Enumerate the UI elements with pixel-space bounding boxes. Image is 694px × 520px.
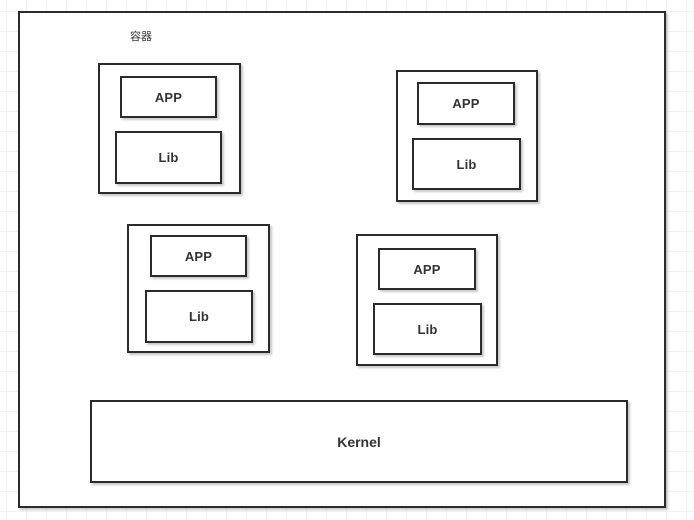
- container-3-lib-box[interactable]: Lib: [145, 290, 253, 343]
- container-2-app-label: APP: [452, 96, 480, 111]
- diagram-title-label: 容器: [130, 31, 152, 43]
- container-4-app-label: APP: [413, 261, 441, 277]
- container-2-lib-label: Lib: [456, 156, 477, 172]
- container-3-app-label: APP: [184, 248, 213, 264]
- container-3-lib-label: Lib: [188, 309, 210, 324]
- container-2-app-box[interactable]: APP: [417, 82, 515, 125]
- kernel-label: Kernel: [337, 433, 381, 450]
- container-1-lib-box[interactable]: Lib: [115, 131, 222, 184]
- container-1-app-label: APP: [154, 89, 183, 105]
- container-1-lib-label: Lib: [158, 150, 179, 165]
- container-4-lib-label: Lib: [417, 321, 438, 337]
- kernel-box[interactable]: Kernel: [90, 400, 628, 483]
- container-4-app-box[interactable]: APP: [378, 248, 476, 290]
- container-2-lib-box[interactable]: Lib: [412, 138, 521, 190]
- container-4-lib-box[interactable]: Lib: [373, 303, 482, 355]
- container-3-app-box[interactable]: APP: [150, 235, 247, 277]
- container-1-app-box[interactable]: APP: [120, 76, 217, 118]
